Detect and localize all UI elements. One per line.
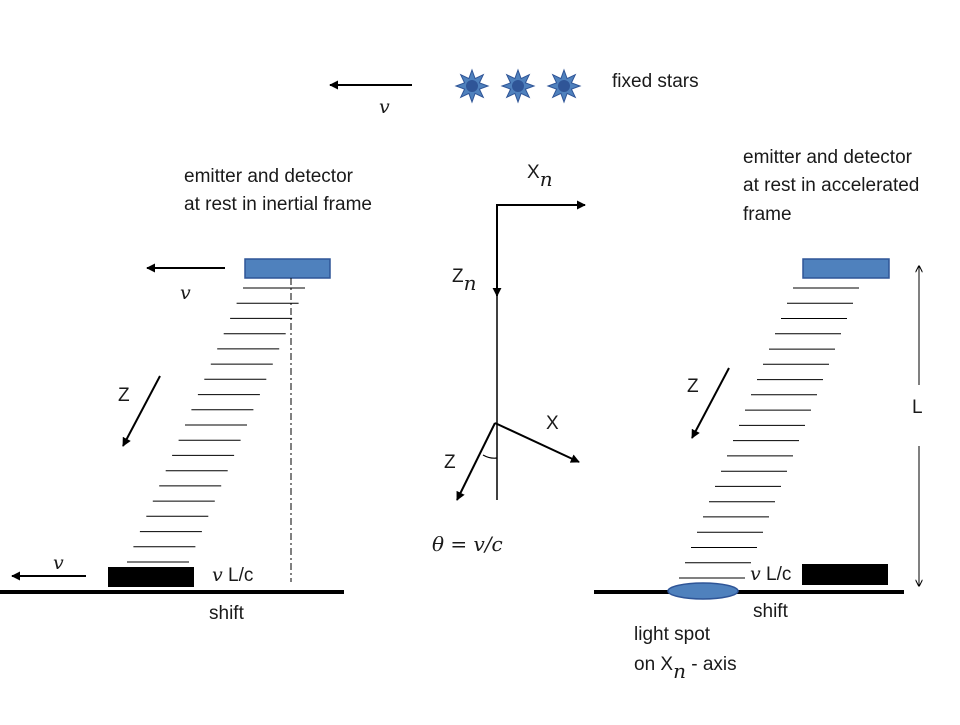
right-z-arrow <box>691 367 730 439</box>
top-velocity-label: v <box>379 96 390 118</box>
right-light-beam <box>679 287 859 579</box>
star-center <box>512 80 524 92</box>
left-light-beam <box>127 287 305 563</box>
light-spot-sub: n <box>673 659 686 683</box>
left-shift-label: shift <box>209 603 244 624</box>
fixed-stars-group <box>454 68 582 104</box>
center-x-arrow <box>494 422 580 463</box>
left-title-line2: at rest in inertial frame <box>184 194 372 215</box>
right-vlc-v: v <box>750 563 761 585</box>
light-spot-line1: light spot <box>634 624 711 645</box>
right-vlc-label: v L/c <box>750 561 791 588</box>
right-title-line2: at rest in accelerated <box>743 175 920 196</box>
left-vlc-text: L/c <box>228 565 254 586</box>
right-detector <box>802 564 888 585</box>
light-spot-prefix: on X <box>634 654 674 675</box>
center-theta-arc <box>482 454 498 459</box>
left-z-label: Z <box>118 385 130 406</box>
star-center <box>466 80 478 92</box>
center-z-label: Z <box>444 452 456 473</box>
left-detector <box>108 567 194 587</box>
right-emitter <box>802 258 890 279</box>
left-title-line1: emitter and detector <box>184 166 353 187</box>
center-x-label: X <box>546 413 559 434</box>
center-zn-z: Z <box>452 266 464 287</box>
center-zn-label: Zn <box>452 262 477 295</box>
right-light-spot <box>667 582 739 600</box>
center-xn-x: X <box>527 162 540 183</box>
left-emitter <box>244 258 331 279</box>
right-title-line3: frame <box>743 204 792 225</box>
right-shift-label: shift <box>753 601 788 622</box>
right-vlc-text: L/c <box>766 564 792 585</box>
right-title-line1: emitter and detector <box>743 147 912 168</box>
star-center <box>558 80 570 92</box>
fixed-stars-label: fixed stars <box>612 71 699 92</box>
center-z-arrow <box>456 422 496 501</box>
left-z-arrow <box>122 375 161 447</box>
light-spot-suffix: - axis <box>685 654 737 675</box>
center-xn-sub: n <box>539 167 553 191</box>
left-emitter-velocity-label: v <box>180 282 191 304</box>
center-xn-label: Xn <box>527 158 553 191</box>
left-vlc-v: v <box>212 564 223 586</box>
left-vlc-label: v L/c <box>212 562 253 589</box>
left-detector-velocity-label: v <box>53 552 64 574</box>
theta-formula: θ = v/c <box>432 532 503 556</box>
right-z-label: Z <box>687 376 699 397</box>
right-length-label: L <box>912 397 923 418</box>
light-spot-line2: on Xn - axis <box>634 650 737 683</box>
center-zn-sub: n <box>463 271 477 295</box>
